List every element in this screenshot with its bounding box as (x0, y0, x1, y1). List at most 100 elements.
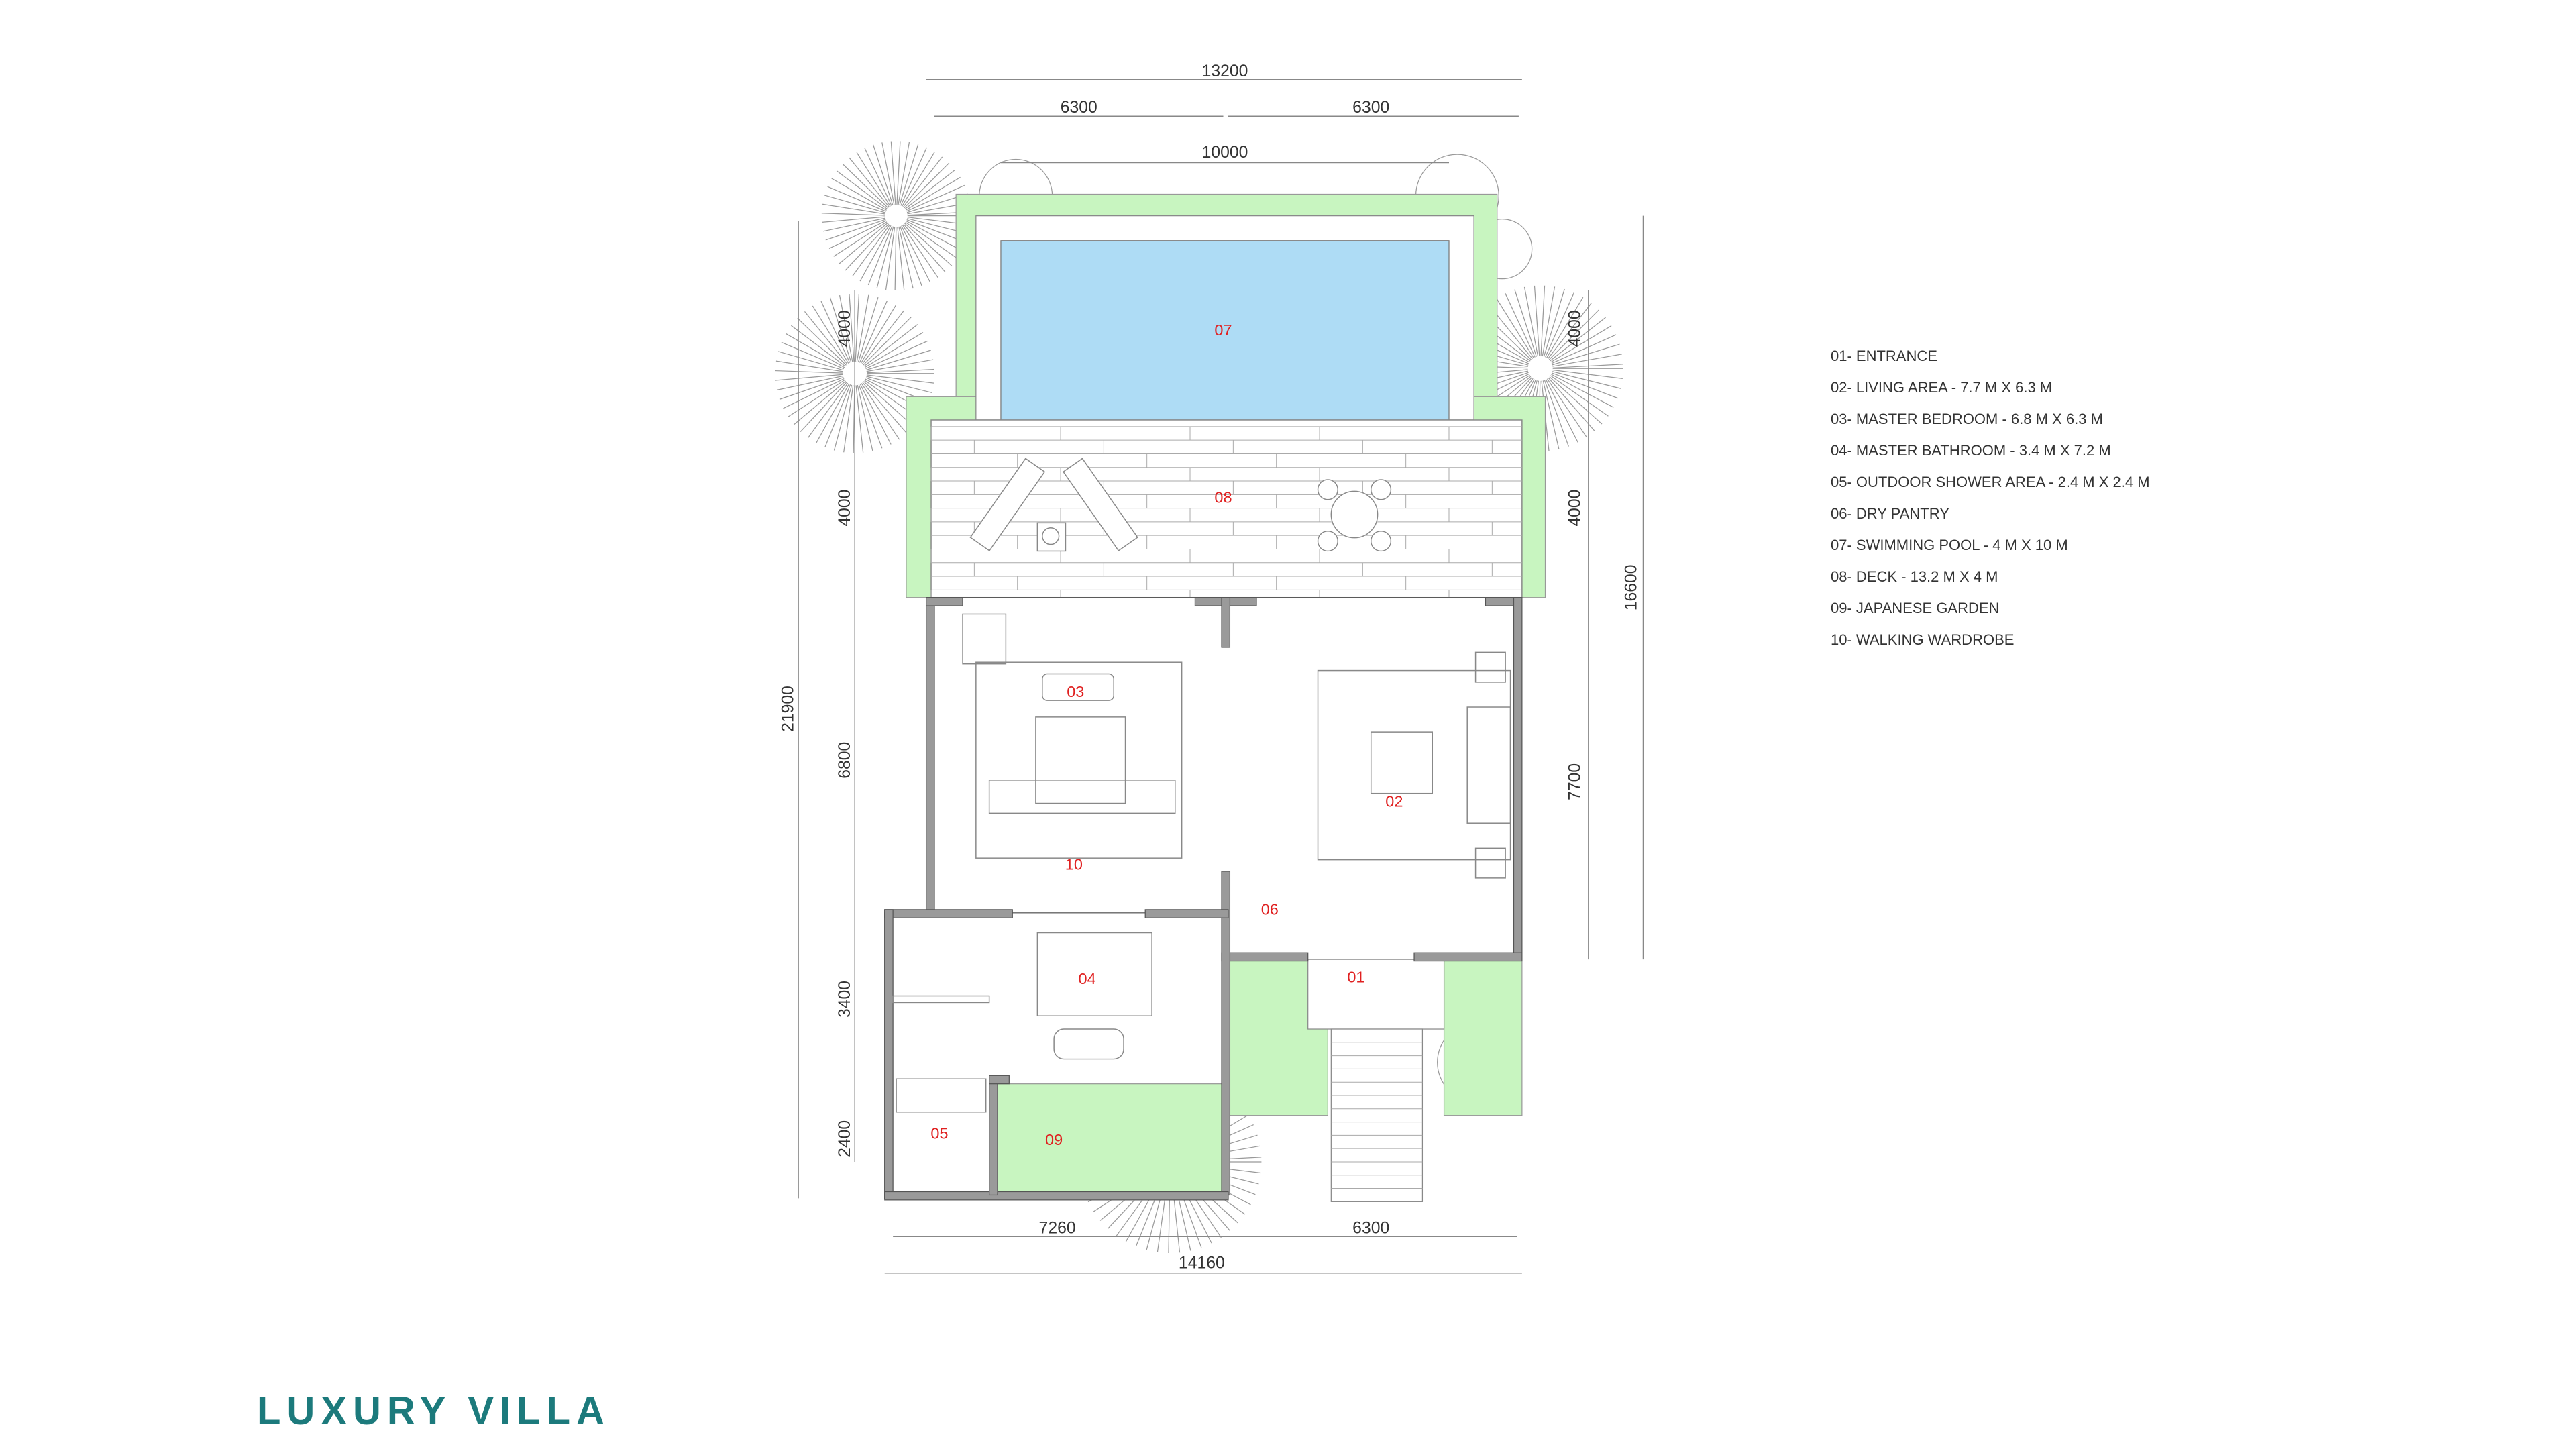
furniture (892, 613, 1511, 1113)
line (1505, 292, 1536, 358)
line (1548, 309, 1599, 360)
line (890, 141, 896, 205)
line (900, 147, 927, 206)
room-label-07: 07 (1214, 321, 1232, 339)
line (1543, 288, 1565, 357)
line (904, 223, 953, 266)
dim-right-pool: 4000 (1566, 310, 1584, 347)
line (836, 170, 888, 210)
line (1552, 354, 1623, 367)
line (1548, 377, 1595, 432)
legend-item: 09- JAPANESE GARDEN (1831, 600, 2000, 616)
line (855, 385, 864, 453)
line (824, 384, 851, 448)
dim-left-bedroom: 6800 (836, 742, 854, 779)
line (777, 351, 844, 371)
room-label-08: 08 (1214, 489, 1232, 506)
line (823, 217, 885, 232)
room-legend: 01- ENTRANCE 02- LIVING AREA - 7.7 M X 6… (1831, 346, 2150, 661)
line (804, 311, 848, 365)
line (1549, 376, 1603, 425)
legend-item: 10- WALKING WARDROBE (1831, 631, 2015, 648)
line (786, 333, 845, 368)
dim-right-total: 16600 (1623, 564, 1641, 610)
line (849, 294, 855, 362)
line (783, 378, 845, 409)
legend-item: 04- MASTER BATHROOM - 3.4 M X 7.2 M (1831, 442, 2111, 459)
line (1550, 325, 1612, 363)
line (829, 297, 852, 362)
line (900, 226, 922, 286)
line (779, 376, 844, 400)
line (825, 219, 886, 241)
line (862, 382, 908, 434)
line (902, 156, 943, 207)
line (1546, 378, 1587, 438)
room-label-09: 09 (1045, 1131, 1063, 1148)
entry-steps (1330, 1028, 1424, 1202)
line (881, 142, 895, 205)
line (865, 332, 924, 368)
swimming-pool (1000, 240, 1450, 421)
dim-left-shower: 2400 (836, 1120, 854, 1157)
line (791, 325, 846, 367)
room-label-10: 10 (1065, 855, 1083, 873)
legend-item: 03- MASTER BEDROOM - 6.8 M X 6.3 M (1831, 411, 2103, 427)
line (1542, 286, 1556, 357)
line (857, 297, 879, 362)
line (861, 383, 900, 440)
line (906, 176, 961, 211)
dim-top-left: 6300 (1061, 99, 1097, 117)
line (902, 151, 935, 207)
line (775, 360, 843, 372)
line (1514, 289, 1537, 357)
line (864, 148, 892, 206)
line (866, 374, 934, 384)
line (861, 310, 904, 365)
line (833, 384, 853, 451)
line (776, 375, 843, 390)
line (905, 221, 958, 260)
line (901, 225, 931, 283)
line (856, 294, 869, 362)
legend-item: 08- DECK - 13.2 M X 4 M (1831, 568, 1998, 585)
line (899, 144, 919, 205)
line (859, 384, 892, 445)
line (1544, 380, 1569, 447)
line (857, 384, 873, 451)
line (824, 195, 886, 213)
line (781, 341, 845, 370)
room-label-06: 06 (1261, 900, 1279, 918)
line (894, 227, 897, 290)
legend-item: 02- LIVING AREA - 7.7 M X 6.3 M (1831, 379, 2053, 396)
line (897, 227, 905, 290)
legend-item: 01- ENTRANCE (1831, 347, 1937, 364)
line (1550, 375, 1609, 417)
line (842, 163, 889, 209)
line (858, 384, 883, 449)
dim-pool-width: 10000 (1202, 144, 1248, 162)
line (903, 223, 946, 273)
line (902, 225, 938, 278)
line (863, 324, 918, 367)
line (859, 300, 888, 363)
dimension-lines (798, 79, 1644, 1274)
line (898, 226, 914, 289)
line (816, 383, 850, 443)
line (839, 222, 888, 264)
dim-bottom-left: 7260 (1039, 1219, 1076, 1237)
line (828, 220, 887, 250)
line (904, 162, 950, 209)
line (904, 169, 956, 209)
line (898, 142, 910, 205)
line (822, 216, 885, 223)
japanese-garden (995, 1083, 1224, 1193)
line (793, 380, 846, 425)
walls (884, 597, 1523, 1201)
line (856, 152, 891, 207)
dim-bottom-right: 6300 (1352, 1219, 1389, 1237)
line (855, 294, 860, 362)
line (1552, 369, 1623, 379)
line (873, 144, 894, 205)
line (1496, 298, 1534, 358)
